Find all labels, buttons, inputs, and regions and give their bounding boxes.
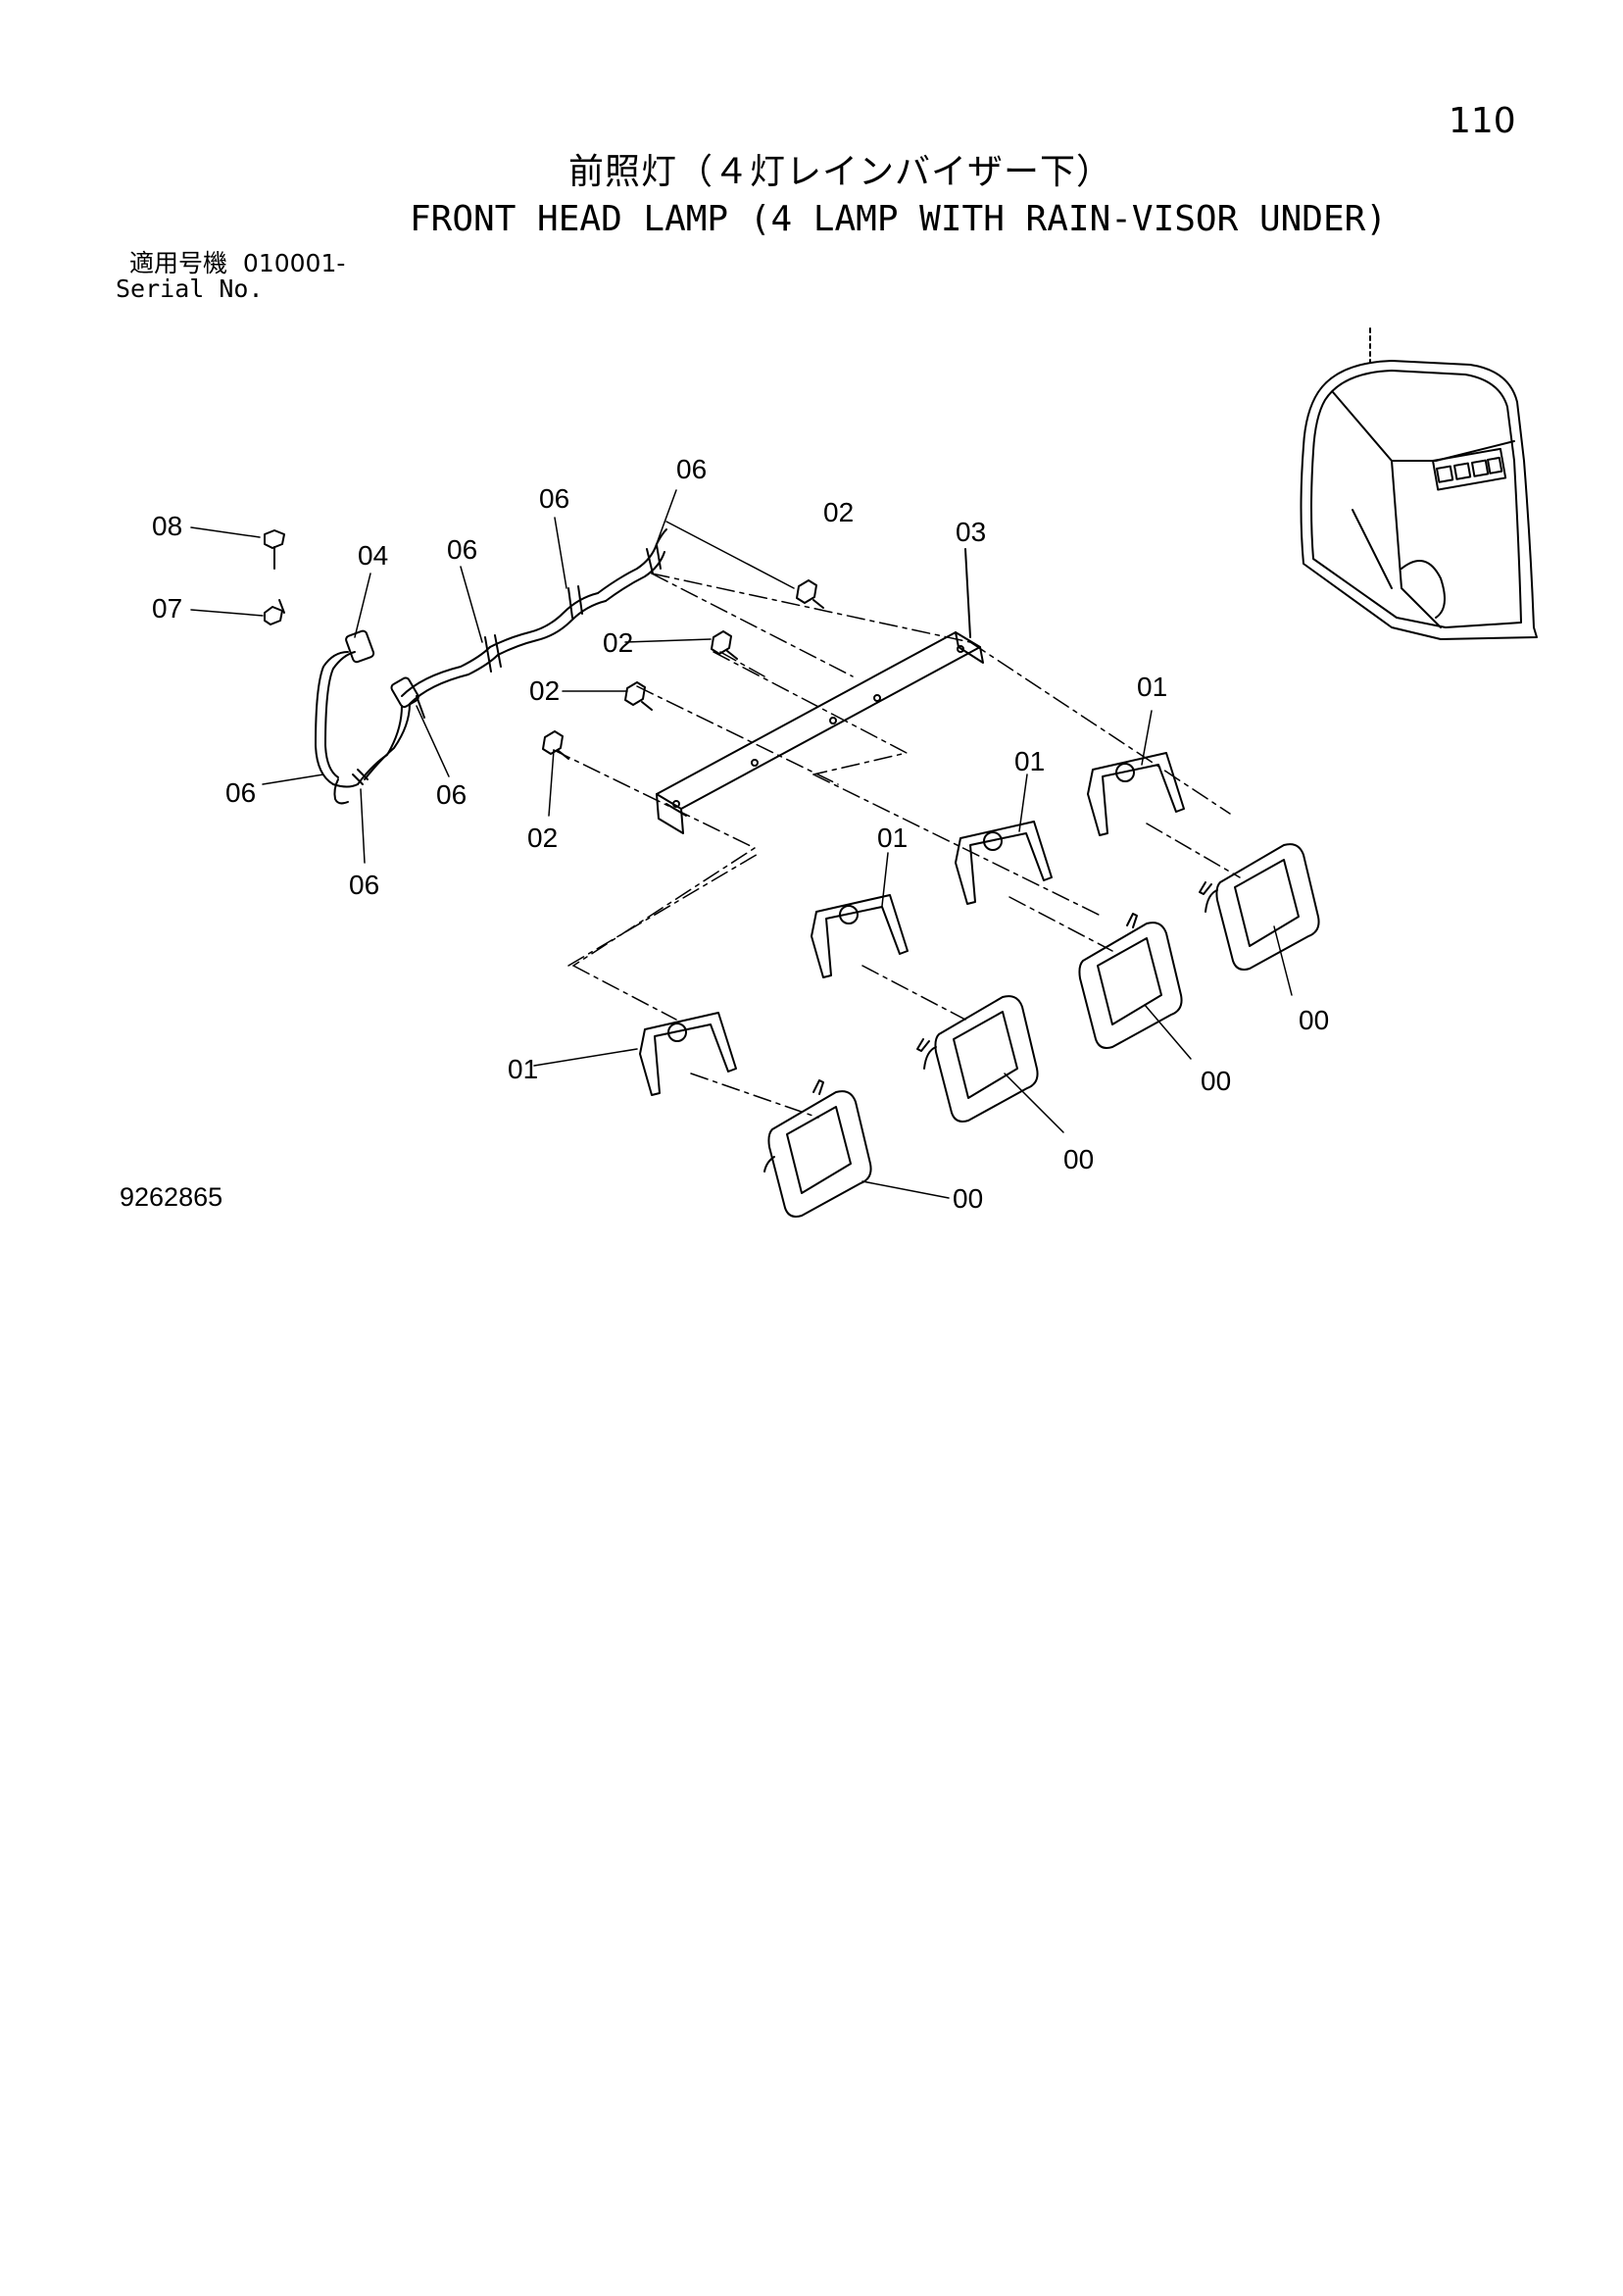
callout-07: 07: [152, 593, 182, 624]
callout-01: 01: [1137, 672, 1167, 702]
serial-label-jp: 適用号機: [129, 249, 228, 277]
callout-02: 02: [823, 497, 854, 527]
lamps: [763, 843, 1320, 1218]
serial-label-en: Serial No.: [116, 275, 264, 303]
assembly-guide-lines: [553, 573, 1241, 1119]
callout-06: 06: [676, 454, 707, 484]
callout-06: 06: [539, 483, 569, 514]
title-japanese: 前照灯（４灯レインバイザー下）: [568, 152, 1113, 192]
title-english: FRONT HEAD LAMP (4 LAMP WITH RAIN-VISOR …: [410, 199, 1387, 239]
callout-08: 08: [152, 511, 182, 541]
wiring-harness: [315, 528, 667, 805]
callout-00: 00: [1063, 1144, 1094, 1174]
mounting-bar: [656, 548, 984, 834]
callout-00: 00: [953, 1183, 983, 1214]
callout-01: 01: [508, 1054, 538, 1084]
callout-00: 00: [1201, 1066, 1231, 1096]
callout-00: 00: [1299, 1005, 1329, 1035]
cab-location-thumbnail: [1300, 327, 1538, 640]
small-parts: [264, 529, 285, 625]
serial-value: 010001-: [242, 249, 346, 277]
leader-lines: [190, 489, 1293, 1199]
callout-03: 03: [956, 517, 986, 547]
callout-01: 01: [1014, 746, 1045, 776]
brackets: [639, 752, 1185, 1096]
callout-04: 04: [358, 540, 388, 571]
callout-01: 01: [877, 823, 908, 853]
callout-02: 02: [603, 627, 633, 658]
callout-06: 06: [225, 777, 256, 808]
callout-06: 06: [447, 534, 477, 565]
callout-labels: 08 07 04 06 06 06 06 06 06 02 02 02 02 0…: [152, 454, 1329, 1214]
page-number: 110: [1449, 101, 1516, 141]
bolts: [542, 579, 824, 760]
callout-02: 02: [527, 823, 558, 853]
callout-06: 06: [349, 870, 379, 900]
serial-line: 適用号機 010001-: [129, 251, 345, 275]
callout-06: 06: [436, 779, 467, 810]
drawing-number: 9262865: [120, 1182, 223, 1212]
callout-02: 02: [529, 675, 560, 706]
